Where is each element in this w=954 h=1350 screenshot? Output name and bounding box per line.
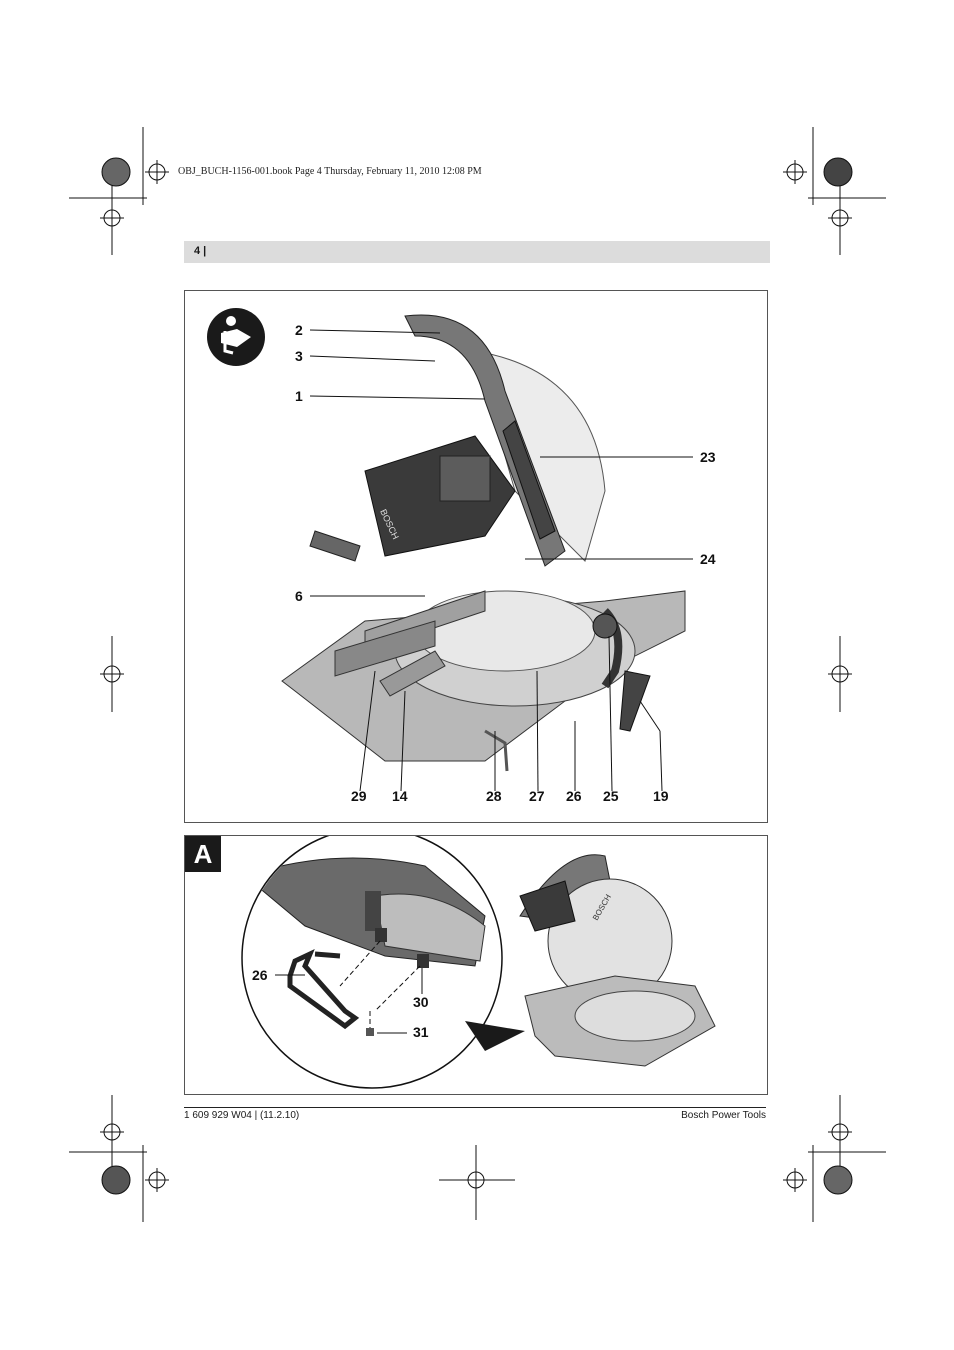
figure-letter: A [185,836,221,872]
detail-illustration: BOSCH [241,836,716,1089]
callout-24: 24 [700,551,716,567]
read-manual-icon [207,308,265,366]
callout-6: 6 [295,588,303,604]
callout-3: 3 [295,348,303,364]
page-header-bar: 4 | [184,241,770,263]
callout-23: 23 [700,449,716,465]
callout-1: 1 [295,388,303,404]
callout-27: 27 [529,788,545,804]
callout-19: 19 [653,788,669,804]
callout-26: 26 [566,788,582,804]
footer-brand: Bosch Power Tools [681,1110,766,1121]
callout-28: 28 [486,788,502,804]
main-figure: BOSCH 2 3 1 23 24 6 29 14 28 [184,290,768,823]
callout-a-30: 30 [413,994,429,1010]
print-header: OBJ_BUCH-1156-001.book Page 4 Thursday, … [178,166,482,177]
callout-a-31: 31 [413,1024,429,1040]
callout-a-26: 26 [252,967,268,983]
figure-a: A BOSCH 26 30 [184,835,768,1095]
page-number: 4 | [194,245,207,257]
callout-25: 25 [603,788,619,804]
footer-rule [184,1107,766,1108]
footer-document-number: 1 609 929 W04 | (11.2.10) [184,1110,300,1121]
callout-29: 29 [351,788,367,804]
callout-2: 2 [295,322,303,338]
callout-14: 14 [392,788,408,804]
miter-saw-illustration: BOSCH [207,308,693,792]
